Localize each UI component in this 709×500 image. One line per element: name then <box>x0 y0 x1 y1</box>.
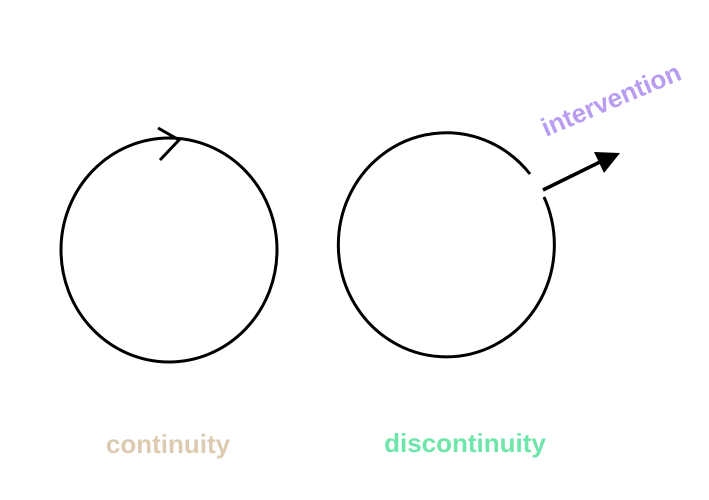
discontinuity-figure <box>336 131 620 359</box>
intervention-arrowhead <box>594 152 620 173</box>
continuity-arrowhead <box>157 126 182 162</box>
discontinuity-label: discontinuity <box>384 428 546 458</box>
discontinuity-circle-open <box>336 131 556 359</box>
intervention-arrow-shaft <box>542 159 603 192</box>
continuity-circle <box>59 136 279 364</box>
continuity-label: continuity <box>106 429 231 459</box>
intervention-label: intervention <box>537 57 686 143</box>
continuity-figure <box>59 126 279 364</box>
